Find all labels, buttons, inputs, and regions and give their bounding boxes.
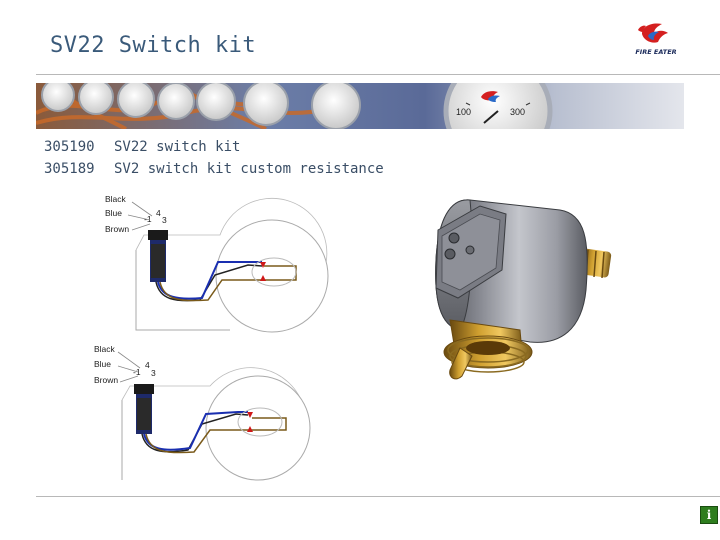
wiring-diagram-2: Black Blue Brown -1 4 3 [90,340,330,490]
wire-label-brown: Brown [94,375,119,385]
pressure-switch-image [410,180,630,385]
wire-label-brown: Brown [105,224,130,234]
wire-label-black: Black [105,194,126,204]
pin-label-4: 4 [156,208,161,218]
wiring-schematic-2 [117,351,311,481]
part-list: 305190 SV22 switch kit 305189 SV2 switch k… [44,136,384,180]
info-button[interactable]: i [700,506,718,524]
part-description: SV22 switch kit [114,139,241,155]
fire-eater-emblem-icon [638,23,668,43]
wire-label-blue: Blue [105,208,123,218]
pin-label-1: -1 [144,214,152,224]
footer-divider [36,496,720,497]
wire-label-black: Black [94,344,115,354]
logo-wordmark: FIRE EATER [635,48,677,56]
company-logo: FIRE EATER [624,20,688,62]
part-number: 305189 [44,161,95,177]
part-description: SV2 switch kit custom resistance [114,161,384,177]
gauge-value-low: 100 [456,107,471,117]
part-number: 305190 [44,139,95,155]
gauge-value-high: 300 [510,107,525,117]
header-divider [36,74,720,75]
wiring-diagram-1: Black Blue Brown -1 4 3 [100,190,340,340]
part-row: 305189 SV2 switch kit custom resistance [44,158,384,180]
pin-label-3: 3 [151,368,156,378]
slide-title: SV22 Switch kit [50,33,257,58]
wiring-schematic-1 [127,197,329,333]
wire-label-blue: Blue [94,359,112,369]
part-row: 305190 SV22 switch kit [44,136,384,158]
gauge-banner-image: 100 300 [36,83,684,129]
pin-label-3: 3 [162,215,167,225]
pin-label-4: 4 [145,360,150,370]
